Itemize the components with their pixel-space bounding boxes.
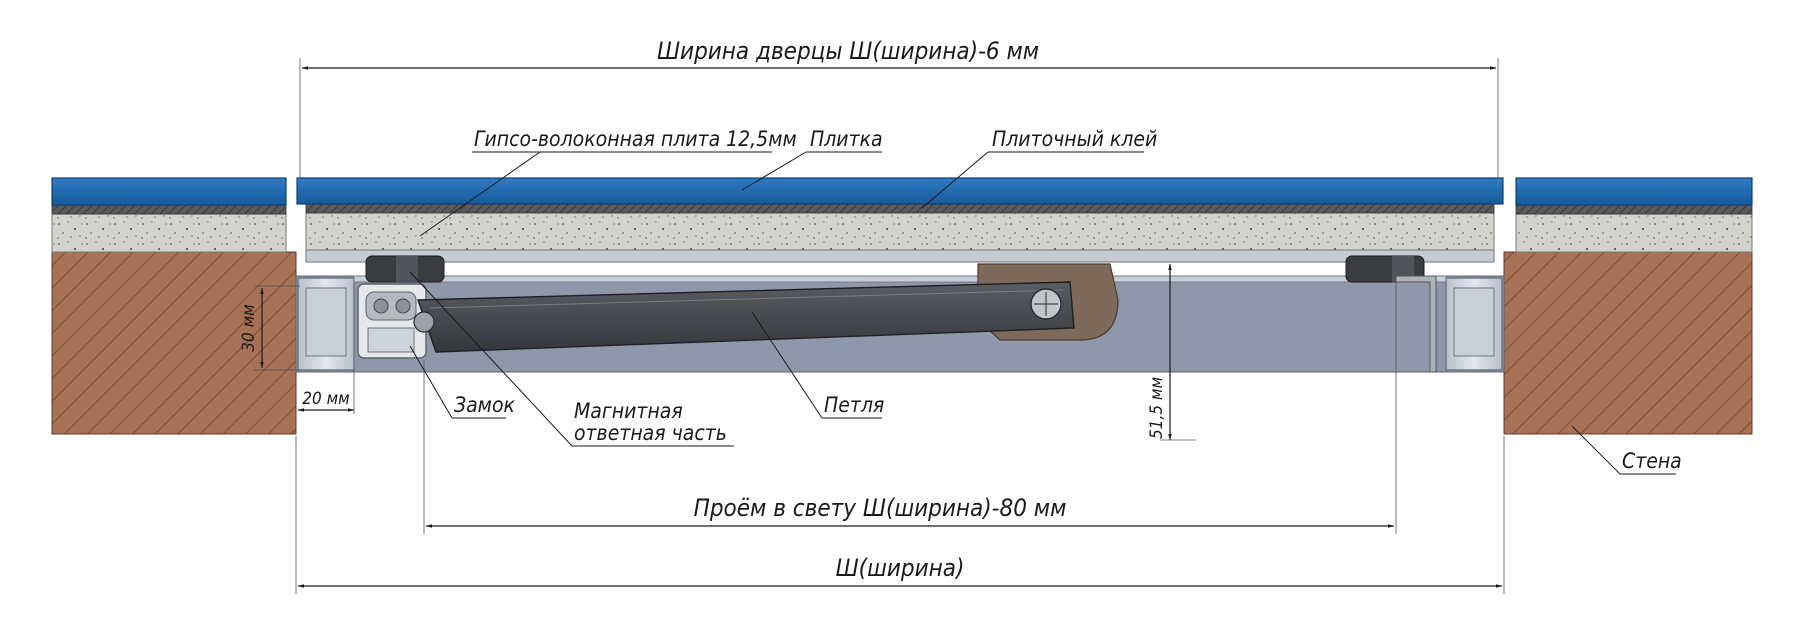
dim-total-width: Ш(ширина) bbox=[295, 436, 1505, 594]
lock-label: Замок bbox=[454, 393, 515, 417]
tile-glue-label: Плиточный клей bbox=[992, 127, 1157, 151]
label-tile: Плитка bbox=[741, 127, 883, 191]
door-width-label: Ширина дверцы Ш(ширина)-6 мм bbox=[657, 37, 1039, 65]
dim-door-width: Ширина дверцы Ш(ширина)-6 мм bbox=[299, 37, 1499, 178]
dim-depth: 51,5 мм bbox=[1147, 264, 1196, 441]
magnet-label-line1: Магнитная bbox=[574, 399, 683, 423]
label-gypsum-board: Гипсо-волоконная плита 12,5мм bbox=[419, 127, 797, 237]
tile-label: Плитка bbox=[810, 127, 883, 151]
door-panel bbox=[296, 177, 1504, 263]
dim-frame-offset: 20 мм bbox=[298, 370, 355, 414]
dim-frame-height: 30 мм bbox=[239, 285, 300, 371]
magnet-label-line2: ответная часть bbox=[574, 421, 727, 445]
label-tile-glue: Плиточный клей bbox=[921, 127, 1157, 209]
label-lock: Замок bbox=[409, 345, 515, 419]
depth-label: 51,5 мм bbox=[1147, 377, 1167, 439]
left-wall bbox=[51, 177, 297, 435]
frame-height-label: 30 мм bbox=[239, 304, 259, 351]
magnet-left bbox=[365, 255, 445, 283]
label-hinge: Петля bbox=[751, 311, 884, 419]
gypsum-board-label: Гипсо-волоконная плита 12,5мм bbox=[474, 127, 797, 151]
hinge-arm bbox=[413, 281, 1075, 353]
wall-label: Стена bbox=[1622, 449, 1682, 473]
total-width-label: Ш(ширина) bbox=[836, 554, 965, 582]
label-wall: Стена bbox=[1571, 425, 1682, 475]
label-magnet: Магнитная ответная часть bbox=[409, 271, 734, 447]
clear-opening-label: Проём в свету Ш(ширина)-80 мм bbox=[694, 494, 1067, 522]
hinge-label: Петля bbox=[824, 393, 884, 417]
dim-clear-opening: Проём в свету Ш(ширина)-80 мм bbox=[423, 282, 1397, 534]
frame-offset-label: 20 мм bbox=[302, 389, 349, 409]
lock bbox=[357, 283, 427, 359]
right-wall bbox=[1503, 177, 1753, 435]
